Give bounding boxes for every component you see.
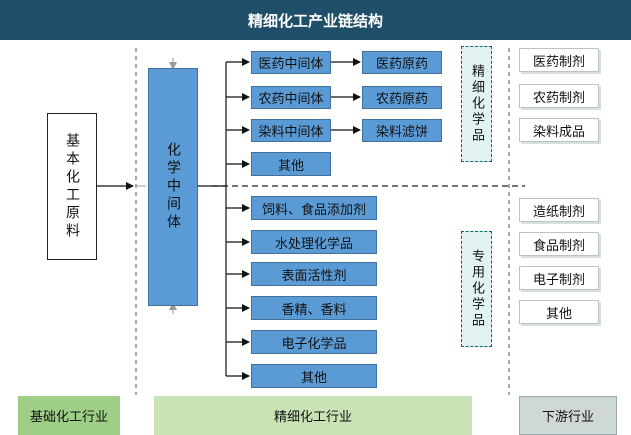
specialty-item-water-treatment: 水处理化学品	[251, 230, 377, 254]
pesticide-api-box: 农药原药	[362, 86, 442, 109]
downstream-electronic-formulation: 电子制剂	[519, 266, 599, 290]
specialty-item-other: 其他	[251, 364, 377, 388]
industry-fine-chemicals: 精细化工行业	[154, 396, 472, 435]
industry-basic-chemicals: 基础化工行业	[18, 396, 120, 435]
downstream-pesticide-formulation: 农药制剂	[519, 84, 599, 108]
industry-downstream: 下游行业	[519, 396, 617, 435]
raw-materials-box: 基本化工原料	[47, 113, 97, 260]
specialty-item-surfactants: 表面活性剂	[251, 262, 377, 286]
specialty-item-flavors-fragrances: 香精、香料	[251, 296, 377, 320]
downstream-paper-chemicals: 造纸制剂	[519, 198, 599, 222]
specialty-chemicals-label: 专用化学品	[461, 231, 492, 347]
fine-other-box: 其他	[251, 152, 331, 176]
specialty-item-electronic-chemicals: 电子化学品	[251, 330, 377, 354]
downstream-pharma-formulation: 医药制剂	[519, 48, 599, 72]
dye-filter-cake-box: 染料滤饼	[362, 119, 442, 142]
dye-intermediate-box: 染料中间体	[251, 119, 331, 142]
downstream-food-formulation: 食品制剂	[519, 232, 599, 256]
fine-chemicals-label: 精细化学品	[461, 46, 492, 162]
pharma-intermediate-box: 医药中间体	[251, 51, 331, 74]
downstream-other: 其他	[519, 300, 599, 324]
downstream-dye-products: 染料成品	[519, 118, 599, 142]
diagram-title: 精细化工产业链结构	[0, 0, 631, 40]
specialty-item-feed-food-additives: 饲料、食品添加剂	[251, 196, 377, 220]
pharma-api-box: 医药原药	[362, 51, 442, 74]
pesticide-intermediate-box: 农药中间体	[251, 86, 331, 109]
chemical-intermediates-box: 化学中间体	[148, 68, 198, 306]
